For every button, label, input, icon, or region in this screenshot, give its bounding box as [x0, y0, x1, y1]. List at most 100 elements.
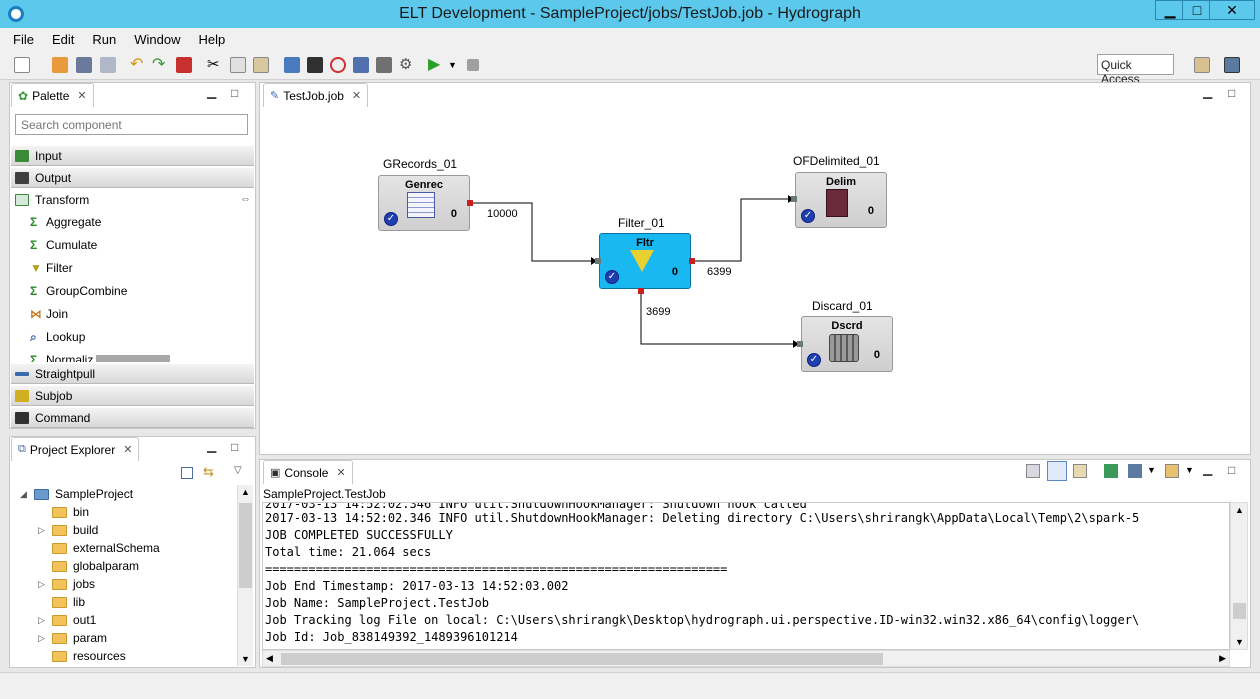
scroll-left-icon[interactable]: ◀ [266, 653, 273, 663]
open-folder-icon[interactable] [52, 57, 68, 73]
minimize-icon[interactable]: ▁ [207, 85, 217, 99]
input-port[interactable] [797, 341, 803, 347]
minimize-icon[interactable]: ▁ [207, 439, 217, 453]
tree-project[interactable]: ◢SampleProject [20, 487, 133, 501]
reject-port[interactable] [638, 288, 644, 294]
tree-folder-build[interactable]: ▷build [38, 523, 98, 537]
close-icon[interactable]: ✕ [336, 467, 346, 479]
run-dropdown-icon[interactable]: ▼ [448, 60, 457, 70]
palette-item-filter[interactable]: ▼Filter [30, 261, 73, 275]
collapsed-arrow-icon[interactable]: ▷ [38, 578, 45, 589]
expanded-arrow-icon[interactable]: ◢ [20, 488, 27, 499]
close-icon[interactable]: ✕ [77, 90, 87, 102]
close-icon[interactable]: ✕ [351, 90, 362, 102]
tab-project-explorer[interactable]: ⧉ Project Explorer ✕ [11, 437, 140, 461]
clear-console-icon[interactable] [1026, 464, 1040, 478]
drawer-command[interactable]: Command [11, 408, 254, 428]
drawer-subjob[interactable]: Subjob [11, 386, 254, 406]
scroll-thumb[interactable] [281, 653, 883, 665]
drawer-straightpull[interactable]: Straightpull [11, 364, 254, 384]
console-vertical-scrollbar[interactable]: ▲ ▼ [1230, 502, 1248, 650]
cut-icon[interactable]: ✂ [207, 56, 220, 73]
palette-item-join[interactable]: ⋈Join [30, 307, 68, 321]
collapsed-arrow-icon[interactable]: ▷ [38, 614, 45, 625]
minimize-icon[interactable]: ▁ [1203, 85, 1213, 99]
minimize-icon[interactable]: ▁ [1203, 462, 1213, 476]
maximize-icon[interactable]: □ [231, 440, 239, 454]
gears-icon[interactable]: ⚙ [399, 56, 413, 73]
input-port[interactable] [791, 196, 797, 202]
scroll-up-icon[interactable]: ▲ [241, 487, 250, 497]
list-icon[interactable] [376, 57, 392, 73]
maximize-button[interactable]: □ [1182, 0, 1212, 20]
scroll-thumb[interactable] [239, 503, 252, 588]
scroll-down-icon[interactable]: ▼ [1235, 637, 1244, 647]
search-component-input[interactable] [15, 114, 248, 135]
console-horizontal-scrollbar[interactable]: ◀ ▶ [262, 650, 1230, 667]
maximize-icon[interactable]: □ [1228, 86, 1236, 100]
paste-icon[interactable] [253, 57, 269, 73]
tree-folder-externalschema[interactable]: externalSchema [52, 541, 160, 555]
open-perspective-icon[interactable] [1194, 57, 1210, 73]
component-delim[interactable]: Delim 0 ✓ [795, 172, 887, 228]
tab-palette[interactable]: ✿ Palette ✕ [11, 83, 94, 107]
tree-folder-bin[interactable]: bin [52, 505, 89, 519]
tree-folder-out1[interactable]: ▷out1 [38, 613, 96, 627]
pin-icon[interactable]: ⇔ [240, 193, 251, 205]
word-wrap-icon[interactable] [1073, 464, 1087, 478]
component-genrec[interactable]: Genrec 0 ✓ [378, 175, 470, 231]
explorer-scrollbar[interactable]: ▲ ▼ [237, 485, 253, 666]
dropdown-icon[interactable]: ▼ [1185, 465, 1194, 475]
delete-icon[interactable] [176, 57, 192, 73]
link-filter-delim[interactable] [694, 198, 788, 262]
close-button[interactable]: ✕ [1209, 0, 1255, 20]
link-editor-icon[interactable]: ⇆ [203, 464, 214, 479]
output-port[interactable] [689, 258, 695, 264]
palette-item-lookup[interactable]: ⌕Lookup [30, 330, 85, 344]
scroll-up-icon[interactable]: ▲ [1235, 505, 1244, 515]
pin-console-icon[interactable] [1104, 464, 1118, 478]
tree-folder-jobs[interactable]: ▷jobs [38, 577, 95, 591]
console-output[interactable]: 2017-03-13 14:52:02.346 INFO util.Shutdo… [262, 502, 1230, 650]
stop-debug-icon[interactable] [330, 57, 346, 73]
input-port[interactable] [595, 258, 601, 264]
tree-folder-globalparam[interactable]: globalparam [52, 559, 139, 573]
menu-help[interactable]: Help [198, 31, 226, 47]
tree-folder-param[interactable]: ▷param [38, 631, 107, 645]
perspective-icon[interactable] [1224, 57, 1240, 73]
tree-folder-lib[interactable]: lib [52, 595, 85, 609]
tab-testjob[interactable]: ✎ TestJob.job ✕ [263, 83, 369, 107]
maximize-icon[interactable]: □ [1228, 463, 1236, 477]
menu-file[interactable]: File [13, 31, 34, 47]
close-icon[interactable]: ✕ [123, 444, 133, 456]
component-filter[interactable]: Fltr 0 ✓ [599, 233, 691, 289]
undo-icon[interactable]: ↶ [130, 56, 144, 73]
collapse-all-icon[interactable] [181, 467, 193, 479]
link-genrec-filter[interactable] [473, 202, 591, 262]
link-filter-discard[interactable] [640, 293, 793, 345]
new-file-icon[interactable] [14, 57, 30, 73]
redo-icon[interactable]: ↷ [152, 56, 166, 73]
collapsed-arrow-icon[interactable]: ▷ [38, 524, 45, 535]
scroll-down-icon[interactable]: ▼ [241, 654, 250, 664]
text-format-icon[interactable] [353, 57, 369, 73]
output-port[interactable] [467, 200, 473, 206]
copy-icon[interactable] [230, 57, 246, 73]
save-all-icon[interactable] [100, 57, 116, 73]
collapsed-arrow-icon[interactable]: ▷ [38, 632, 45, 643]
terminal-icon[interactable] [307, 57, 323, 73]
scroll-right-icon[interactable]: ▶ [1219, 653, 1226, 663]
menu-window[interactable]: Window [134, 31, 181, 47]
open-console-icon[interactable] [1165, 464, 1179, 478]
component-discard[interactable]: Dscrd 0 ✓ [801, 316, 893, 372]
stop-icon[interactable] [467, 59, 479, 71]
drawer-output[interactable]: Output [11, 168, 254, 188]
display-console-icon[interactable] [1128, 464, 1142, 478]
dropdown-icon[interactable]: ▼ [1147, 465, 1156, 475]
menu-edit[interactable]: Edit [51, 31, 75, 47]
menu-run[interactable]: Run [92, 31, 117, 47]
